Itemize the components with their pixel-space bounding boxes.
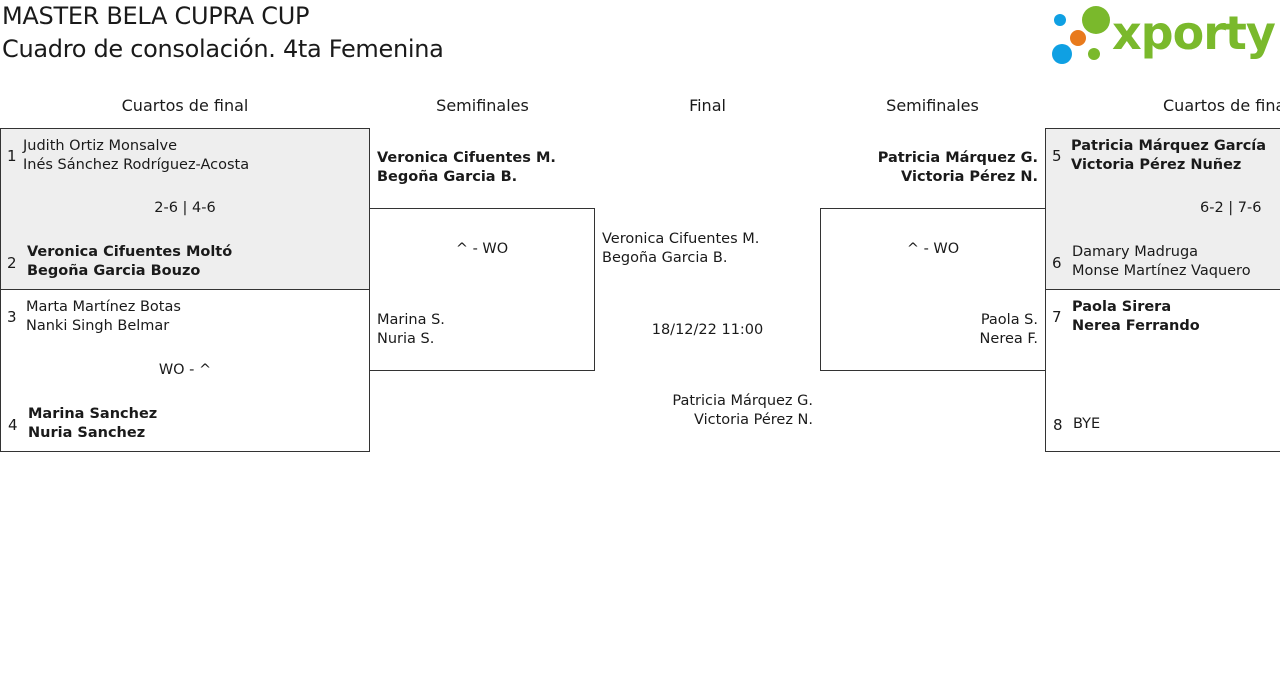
- right-qf-match-2[interactable]: 7 Paola Sirera Nerea Ferrando 8 BYE: [1045, 289, 1280, 452]
- player-name: Patricia Márquez G.: [672, 393, 813, 409]
- tournament-title: MASTER BELA CUPRA CUP: [2, 2, 310, 30]
- bracket-subtitle: Cuadro de consolación. 4ta Femenina: [2, 35, 444, 63]
- player-name: BYE: [1073, 416, 1101, 432]
- player-name: Nanki Singh Belmar: [26, 318, 170, 334]
- seed-number: 8: [1053, 416, 1063, 434]
- winner-team-names: Paola Sirera Nerea Ferrando: [1072, 298, 1200, 336]
- logo-dot-orange-icon: [1070, 30, 1086, 46]
- seed-number: 4: [8, 416, 18, 434]
- player-name: Patricia Márquez G.: [877, 150, 1038, 166]
- logo-dot-green-icon: [1082, 6, 1110, 34]
- left-sf-match[interactable]: ^ - WO Marina S. Nuria S.: [369, 208, 595, 371]
- seed-number: 6: [1052, 254, 1062, 272]
- player-name: Monse Martínez Vaquero: [1072, 263, 1251, 279]
- player-name: Nuria Sanchez: [28, 425, 146, 441]
- player-name: Inés Sánchez Rodríguez-Acosta: [23, 157, 250, 173]
- player-name: Marta Martínez Botas: [26, 299, 181, 315]
- left-qf-match-2[interactable]: 3 Marta Martínez Botas Nanki Singh Belma…: [0, 289, 370, 452]
- player-name: Victoria Pérez N.: [693, 412, 813, 428]
- winner-team-names: Patricia Márquez García Victoria Pérez N…: [1071, 137, 1266, 175]
- round-header-final: Final: [689, 96, 726, 115]
- round-header-right-qf: Cuartos de final: [1163, 96, 1280, 115]
- player-name: Paola Sirera: [1072, 299, 1172, 315]
- player-name: Paola S.: [980, 312, 1038, 328]
- player-name: Marina S.: [377, 312, 445, 328]
- logo-dot-green-small-icon: [1088, 48, 1100, 60]
- right-qf-match-1[interactable]: 5 Patricia Márquez García Victoria Pérez…: [1045, 128, 1280, 290]
- player-name: Patricia Márquez García: [1071, 138, 1267, 154]
- player-name: Judith Ortiz Monsalve: [23, 138, 178, 154]
- player-name: Nerea F.: [979, 331, 1038, 347]
- round-header-right-sf: Semifinales: [886, 96, 979, 115]
- player-name: Veronica Cifuentes M.: [377, 150, 556, 166]
- match-score: ^ - WO: [455, 241, 509, 257]
- match-score: WO - ^: [158, 362, 212, 378]
- final-team-b: Patricia Márquez G. Victoria Pérez N.: [595, 392, 813, 430]
- player-name: Marina Sanchez: [28, 406, 158, 422]
- final-team-a: Veronica Cifuentes M. Begoña Garcia B.: [602, 230, 759, 268]
- logo-dot-blue-icon: [1054, 14, 1066, 26]
- player-name: Damary Madruga: [1072, 244, 1199, 260]
- player-name: Veronica Cifuentes M.: [602, 231, 760, 247]
- team-names: Marina S. Nuria S.: [377, 311, 445, 349]
- player-name: Begoña Garcia B.: [602, 250, 728, 266]
- team-names: Marta Martínez Botas Nanki Singh Belmar: [26, 298, 181, 336]
- player-name: Nerea Ferrando: [1072, 318, 1200, 334]
- right-sf-match[interactable]: ^ - WO Paola S. Nerea F.: [820, 208, 1046, 371]
- seed-number: 1: [7, 147, 17, 165]
- seed-number: 5: [1052, 147, 1062, 165]
- player-name: Begoña Garcia Bouzo: [27, 263, 201, 279]
- seed-number: 2: [7, 254, 17, 272]
- player-name: Victoria Pérez Nuñez: [1071, 157, 1242, 173]
- winner-team-names: Marina Sanchez Nuria Sanchez: [28, 405, 157, 443]
- final-datetime: 18/12/22 11:00: [651, 322, 764, 338]
- player-name: Nuria S.: [377, 331, 435, 347]
- right-sf-team-a: Patricia Márquez G. Victoria Pérez N.: [820, 149, 1038, 187]
- player-name: Victoria Pérez N.: [901, 169, 1038, 185]
- player-name: Veronica Cifuentes Moltó: [27, 244, 233, 260]
- left-sf-team-a: Veronica Cifuentes M. Begoña Garcia B.: [377, 149, 556, 187]
- match-score: 6-2 | 7-6: [1200, 200, 1262, 216]
- seed-number: 7: [1052, 308, 1062, 326]
- round-header-left-sf: Semifinales: [436, 96, 529, 115]
- winner-team-names: Veronica Cifuentes Moltó Begoña Garcia B…: [27, 243, 232, 281]
- team-names: Damary Madruga Monse Martínez Vaquero: [1072, 243, 1251, 281]
- team-names: Paola S. Nerea F.: [821, 311, 1038, 349]
- match-score: 2-6 | 4-6: [154, 200, 216, 216]
- match-score: ^ - WO: [906, 241, 960, 257]
- team-names: Judith Ortiz Monsalve Inés Sánchez Rodrí…: [23, 137, 249, 175]
- player-name: Begoña Garcia B.: [377, 169, 518, 185]
- team-names: BYE: [1073, 415, 1100, 434]
- round-header-left-qf: Cuartos de final: [121, 96, 249, 115]
- logo-text: xporty: [1112, 6, 1276, 60]
- seed-number: 3: [7, 308, 17, 326]
- left-qf-match-1[interactable]: 1 Judith Ortiz Monsalve Inés Sánchez Rod…: [0, 128, 370, 290]
- xporty-logo[interactable]: xporty: [1050, 4, 1278, 68]
- logo-dot-blue-large-icon: [1052, 44, 1072, 64]
